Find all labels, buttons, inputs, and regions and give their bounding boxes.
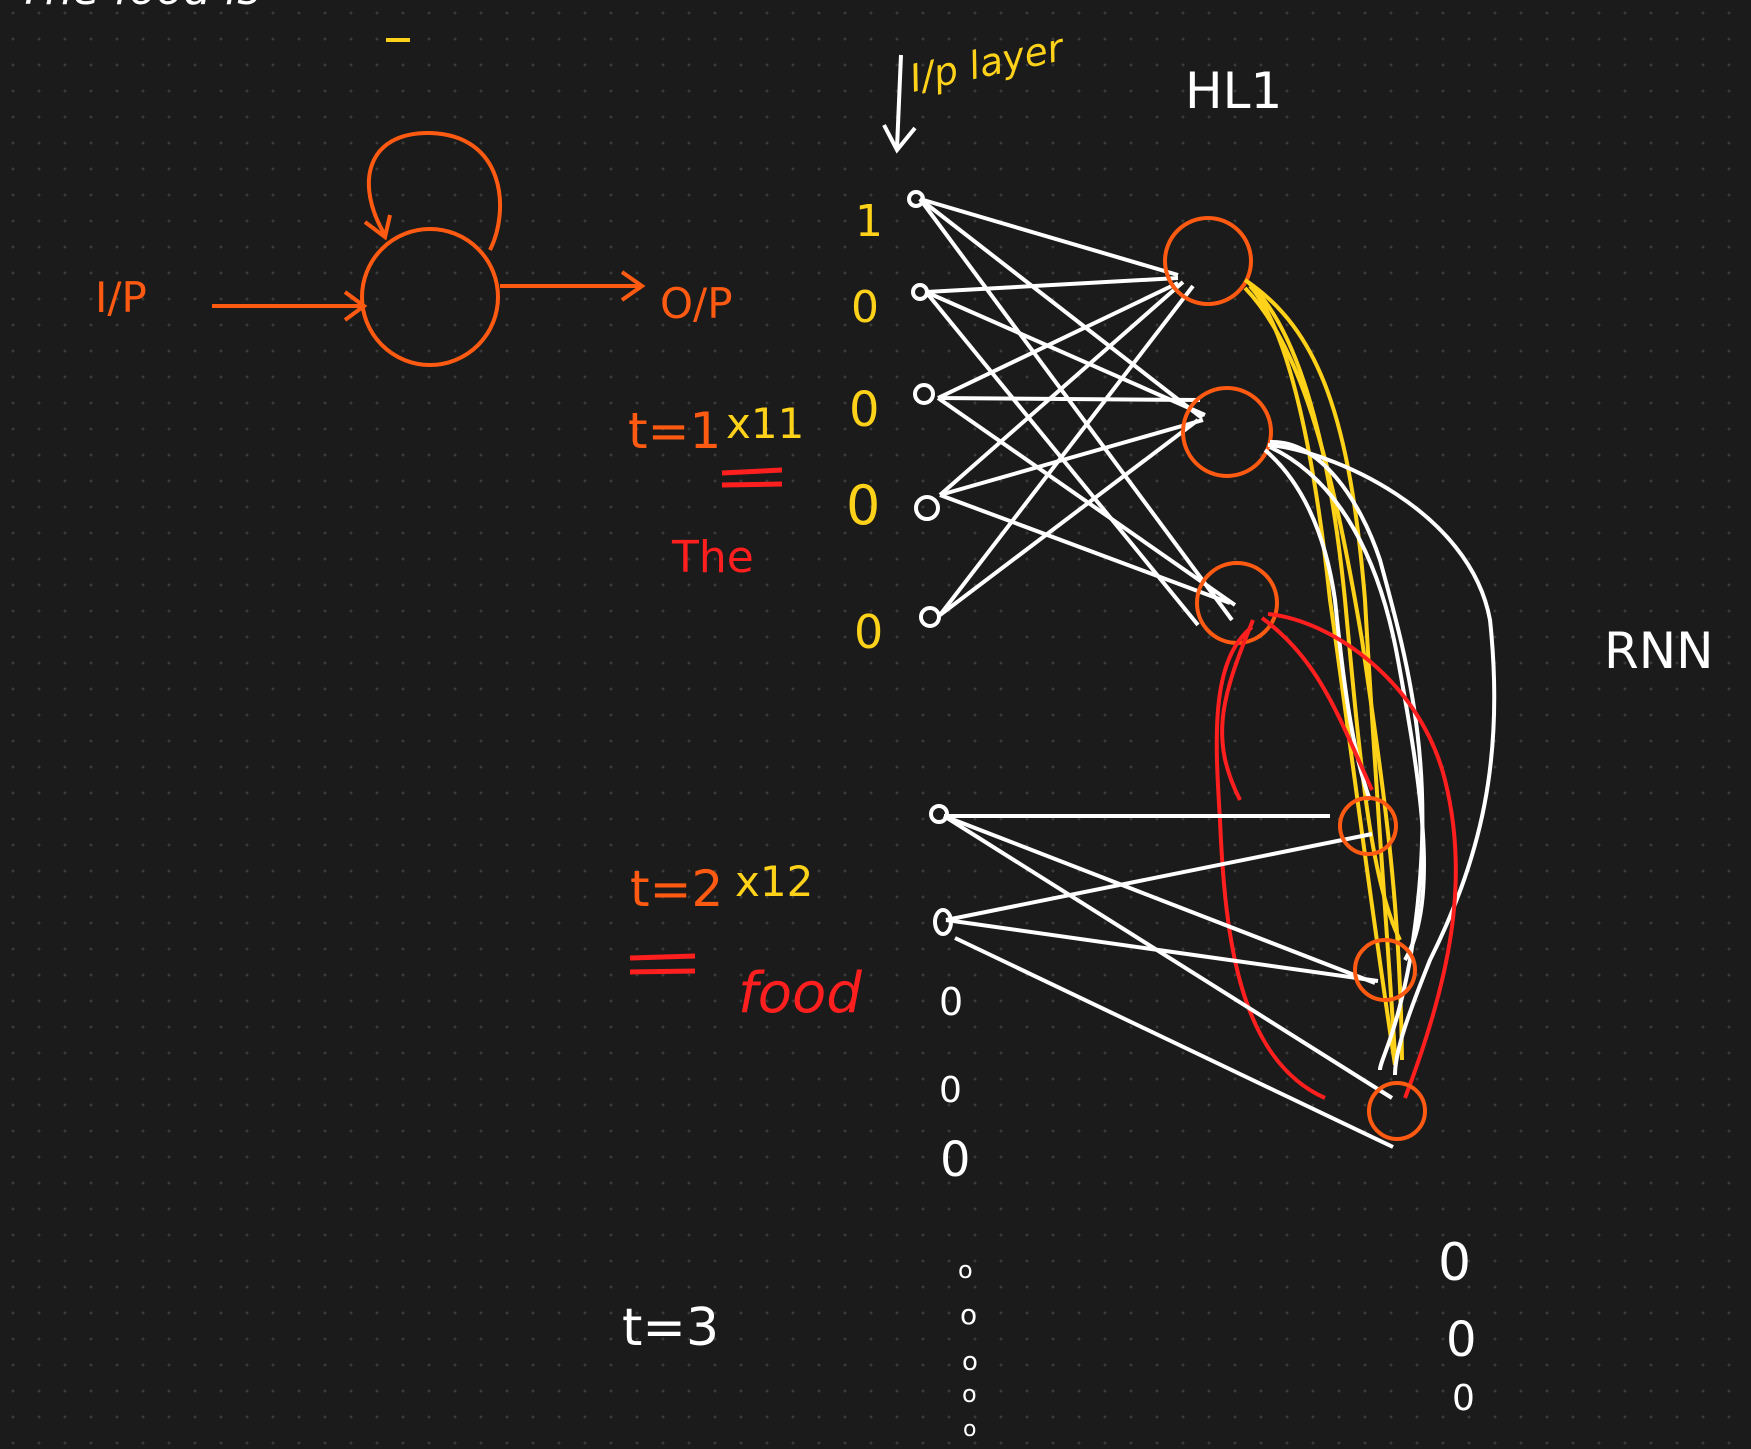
recurrent-red-connections [1214,612,1458,1100]
t3-label: t=3 [622,1298,719,1358]
input-layer-arrowhead [882,124,917,154]
input-arrowhead [343,290,368,322]
hidden-neuron [1181,386,1273,478]
hidden-neuron [1353,938,1417,1002]
t2-variable: x12 [735,857,813,906]
t2-input-nodes [929,804,953,936]
output-arrowhead [620,270,646,302]
input-layer-label: I/p layer [906,25,1070,101]
t1-label: t=1 [628,402,721,460]
t3-input-value: o [960,1298,977,1331]
input-layer-arrow-shaft [895,54,903,149]
input-node [913,383,935,405]
hidden-neuron [1338,796,1398,856]
t3-input-value: o [962,1347,978,1377]
input-label: I/P [95,273,147,322]
t2-equals-bottom [629,968,696,975]
t2-word: food [738,961,862,1026]
t1-input-value: 1 [855,196,883,247]
t1-variable: x11 [726,399,804,448]
t1-equals-bottom [721,481,783,488]
t1-equals-top [721,467,783,476]
hidden-neuron [1367,1081,1427,1141]
t3-input-value: o [963,1417,976,1442]
t1-input-nodes [907,190,941,628]
t2-label: t=2 [630,860,723,918]
t2-input-value: 0 [939,980,963,1024]
hidden-neuron [1195,561,1279,645]
input-node [911,283,929,301]
t1-word: The [671,532,754,583]
self-loop-arrow [366,130,502,251]
input-node [933,908,953,936]
output-label: O/P [660,279,733,328]
t2-hidden-nodes [1338,796,1427,1141]
right-value: 0 [1446,1312,1477,1368]
t1-connections [918,197,1237,627]
self-loop-arrowhead [363,214,392,241]
header-sentence: The food is [18,0,260,15]
right-value: 0 [1438,1233,1471,1293]
t3-input-value: o [958,1256,973,1284]
input-node [919,606,941,628]
t2-input-value: 0 [940,1132,971,1188]
right-value: 0 [1452,1378,1475,1419]
t1-input-value: 0 [849,382,880,438]
t1-input-value: 0 [851,282,879,333]
recurrent-yellow-connections [1243,278,1404,1066]
hidden-layer-label: HL1 [1185,62,1282,120]
t1-input-value: 0 [854,605,883,659]
recurrent-neuron-diagram: I/P O/P [95,130,733,367]
t2-connections [942,814,1394,1149]
recurrent-neuron [360,227,500,367]
hidden-neuron [1163,216,1253,306]
input-node [929,804,949,824]
t1-input-value: 0 [846,474,880,537]
input-node [914,495,940,521]
t2-input-value: 0 [939,1070,962,1111]
rnn-label: RNN [1604,622,1714,680]
t2-equals-top [629,953,696,961]
input-node [907,190,925,208]
t3-input-value: o [962,1380,977,1408]
